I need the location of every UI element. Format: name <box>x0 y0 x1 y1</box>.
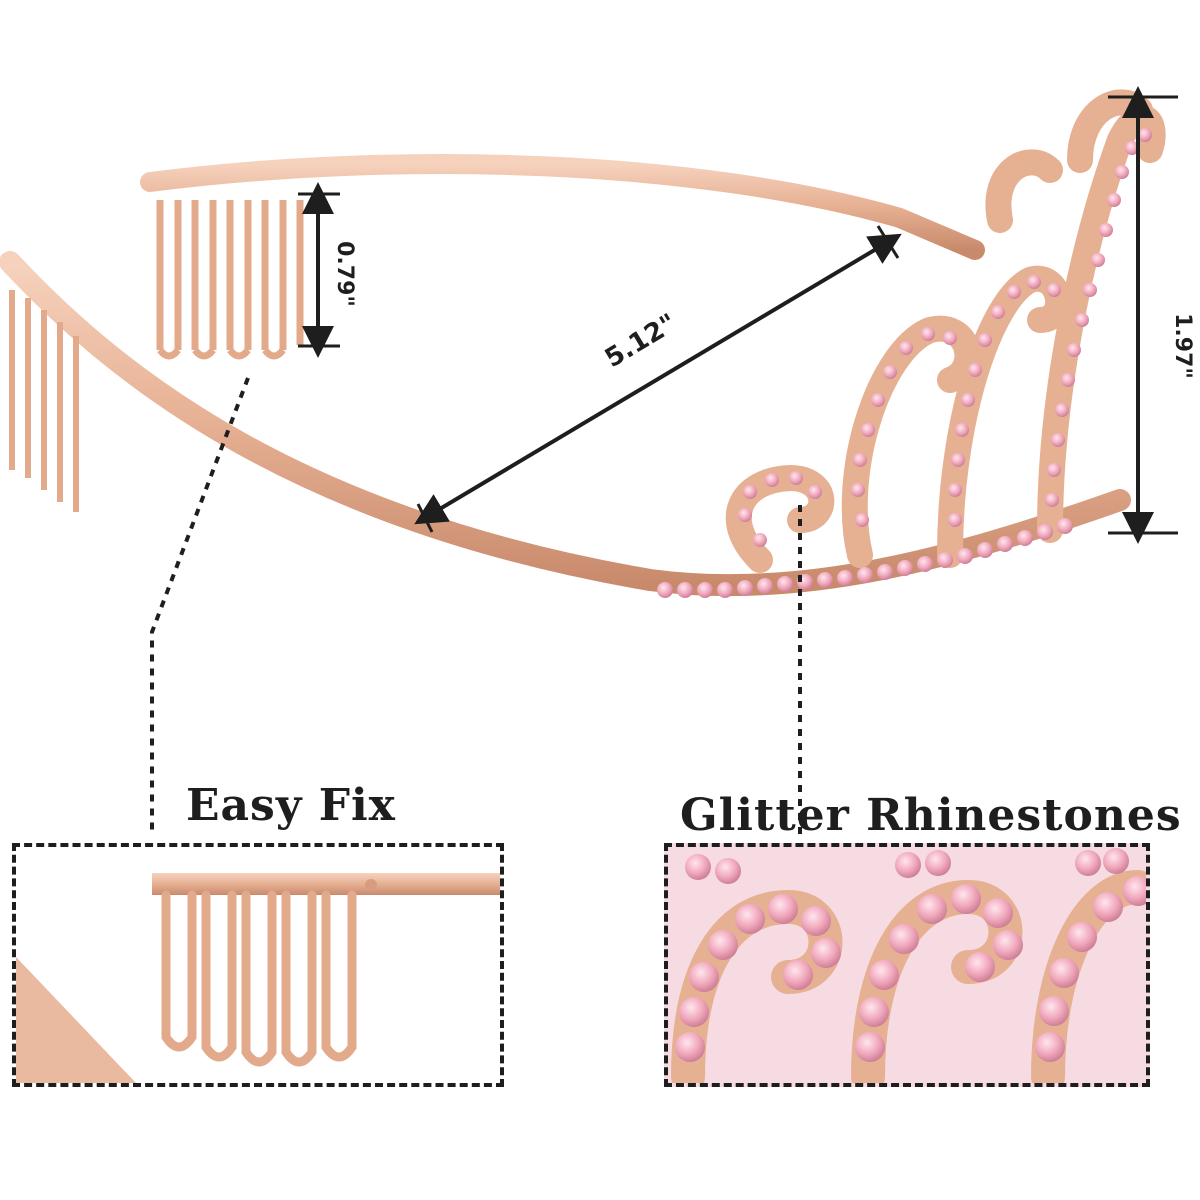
easy-fix-leader <box>150 377 250 830</box>
comb-height-label: 0.79" <box>332 241 357 307</box>
comb-detail-image <box>16 873 500 1083</box>
glitter-rhinestones-heading: Glitter Rhinestones <box>680 790 1182 841</box>
back-comb <box>156 200 304 360</box>
band-length-label: 5.12" <box>600 308 682 374</box>
comb-detail-box <box>12 843 504 1087</box>
rhinestone-detail-image <box>671 848 1146 1083</box>
rhinestone-detail-box <box>664 843 1150 1087</box>
tiara-back-band <box>140 154 985 260</box>
left-comb <box>9 290 79 512</box>
crown-scrolls <box>725 89 1166 573</box>
band-length-arrow <box>414 233 902 525</box>
easy-fix-heading: Easy Fix <box>186 780 396 831</box>
crown-height-label: 1.97" <box>1170 313 1195 379</box>
